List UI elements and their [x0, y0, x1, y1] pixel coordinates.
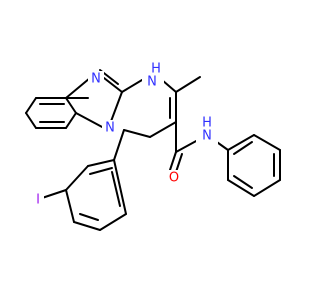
- bond: [227, 179, 255, 197]
- molecule-canvas: N H N N O H N I: [25, 61, 281, 231]
- bond: [109, 91, 123, 125]
- bond: [99, 213, 127, 231]
- imidazole-ring: [65, 69, 123, 129]
- bond: [253, 179, 281, 197]
- label-bg: [142, 63, 164, 91]
- bond: [149, 121, 177, 138]
- bond: [111, 171, 121, 207]
- bond: [65, 77, 91, 99]
- methyl-bond: [175, 76, 201, 93]
- molecule-structure: N H N N O H N I: [25, 62, 281, 231]
- bond: [75, 112, 105, 129]
- bond: [79, 213, 99, 221]
- bond: [87, 159, 115, 167]
- bond: [169, 151, 177, 171]
- bond: [65, 165, 89, 191]
- iodophenyl-ring: [41, 129, 127, 231]
- bond: [73, 221, 101, 231]
- n-phenyl-ring: [227, 134, 281, 197]
- label-bg: [196, 117, 218, 145]
- label-bg: [102, 120, 118, 136]
- bond: [65, 189, 75, 223]
- nh-hydrogen-label: H: [151, 62, 161, 77]
- bond: [65, 97, 77, 114]
- bond: [41, 189, 67, 199]
- bond: [103, 77, 123, 93]
- bond: [65, 112, 77, 129]
- bond: [89, 167, 113, 175]
- bond: [175, 153, 183, 173]
- bond: [113, 129, 125, 161]
- iodine-label: I: [36, 193, 40, 208]
- bond: [227, 134, 255, 151]
- bond: [233, 175, 253, 189]
- bond: [25, 97, 37, 114]
- pyrimidine-ring: [121, 76, 201, 138]
- oxygen-label: O: [169, 171, 179, 186]
- bond: [175, 139, 199, 153]
- bond: [123, 129, 151, 138]
- atom-labels: N H N N O H N I: [32, 62, 218, 208]
- benzo-ring: [25, 97, 89, 129]
- label-bg: [32, 192, 44, 208]
- imine-nitrogen-label: N: [91, 72, 101, 87]
- nh-nitrogen-label: N: [147, 75, 157, 90]
- bond: [161, 79, 177, 93]
- bond: [121, 79, 143, 93]
- bridge-nitrogen-label: N: [105, 121, 115, 136]
- amide-hydrogen-label: H: [202, 116, 212, 131]
- bond: [253, 134, 281, 151]
- bond: [113, 159, 127, 215]
- bond: [25, 112, 37, 129]
- amide-nitrogen-label: N: [202, 129, 212, 144]
- label-bg: [88, 71, 104, 87]
- label-bg: [166, 170, 182, 186]
- bond: [233, 141, 253, 155]
